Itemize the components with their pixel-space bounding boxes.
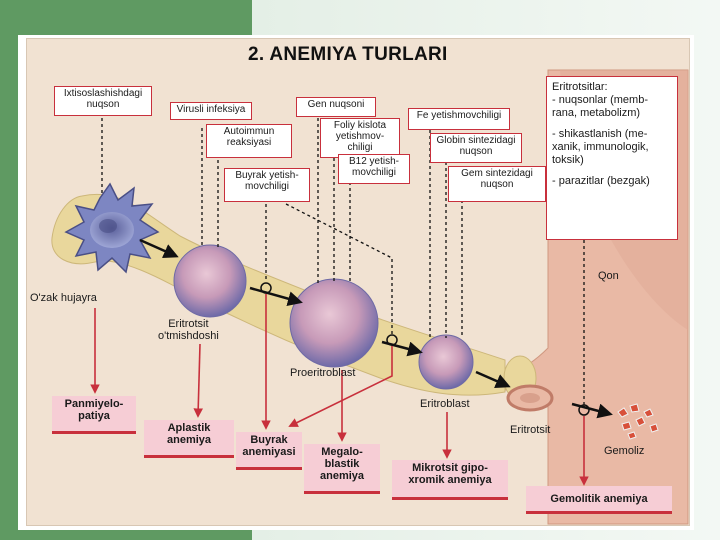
- cause-folic-acid-deficiency: Foliy kislota yetishmov- chiligi: [320, 118, 400, 158]
- result-panmyelopathy: Panmiyelo- patiya: [52, 396, 136, 434]
- stem-cell-label: O'zak hujayra: [30, 292, 97, 304]
- proerythroblast-label: Proeritroblast: [290, 367, 356, 379]
- proerythroblast-cell: [289, 278, 379, 368]
- blood-label: Qon: [598, 270, 619, 282]
- precursor-label: Eritrotsit o'tmishdoshi: [158, 318, 219, 342]
- info-item: - parazitlar (bezgak): [552, 175, 650, 187]
- erythrocyte-causes-box: Eritrotsitlar: - nuqsonlar (memb- rana, …: [546, 76, 678, 240]
- info-item: - shikastlanish (me- xanik, immunologik,…: [552, 128, 649, 166]
- erythrocyte-label: Eritrotsit: [510, 424, 551, 436]
- info-item: - nuqsonlar (memb- rana, metabolizm): [552, 94, 648, 119]
- erythroblast-cell: [418, 334, 474, 390]
- precursor-cell: [173, 244, 247, 318]
- result-renal-anemia: Buyrak anemiyasi: [236, 432, 302, 470]
- cause-heme-synthesis-defect: Gem sintezidagi nuqson: [448, 166, 546, 202]
- result-aplastic-anemia: Aplastik anemiya: [144, 420, 234, 458]
- hemolysis-label: Gemoliz: [604, 445, 645, 457]
- cause-viral-infection: Virusli infeksiya: [170, 102, 252, 120]
- info-heading: Eritrotsitlar:: [552, 81, 608, 93]
- result-microcytic-hypochromic-anemia: Mikrotsit gipo- xromik anemiya: [392, 460, 508, 500]
- cause-globin-synthesis-defect: Globin sintezidagi nuqson: [430, 133, 522, 163]
- cause-specialization-defect: Ixtisoslashishdagi nuqson: [54, 86, 152, 116]
- cause-iron-deficiency: Fe yetishmovchiligi: [408, 108, 510, 130]
- cause-autoimmune-reaction: Autoimmun reaksiyasi: [206, 124, 292, 158]
- result-megaloblastic-anemia: Megalo- blastik anemiya: [304, 444, 380, 494]
- erythroblast-label: Eritroblast: [420, 398, 470, 410]
- cause-kidney-failure: Buyrak yetish- movchiligi: [224, 168, 310, 202]
- page-title: 2. ANEMIYA TURLARI: [248, 44, 448, 65]
- hemolysis-fragments: [617, 403, 659, 440]
- stem-cell: [64, 182, 160, 274]
- cause-b12-deficiency: B12 yetish- movchiligi: [338, 154, 410, 184]
- cause-gene-defect: Gen nuqsoni: [296, 97, 376, 117]
- result-hemolytic-anemia: Gemolitik anemiya: [526, 486, 672, 514]
